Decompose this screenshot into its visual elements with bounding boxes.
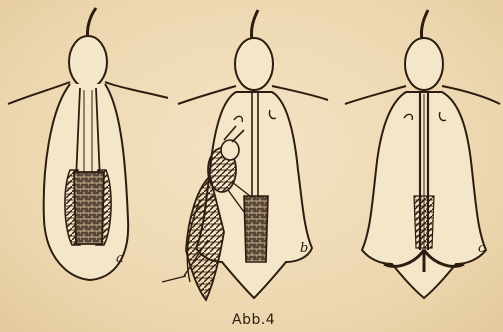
panel-a-label: a <box>116 251 124 266</box>
panel-c-label: c <box>478 241 486 256</box>
panel-c <box>345 10 500 298</box>
panel-a <box>8 8 168 280</box>
figure-caption: Abb.4 <box>232 312 292 328</box>
panel-b-label: b <box>300 241 308 256</box>
panel-b <box>162 10 328 300</box>
